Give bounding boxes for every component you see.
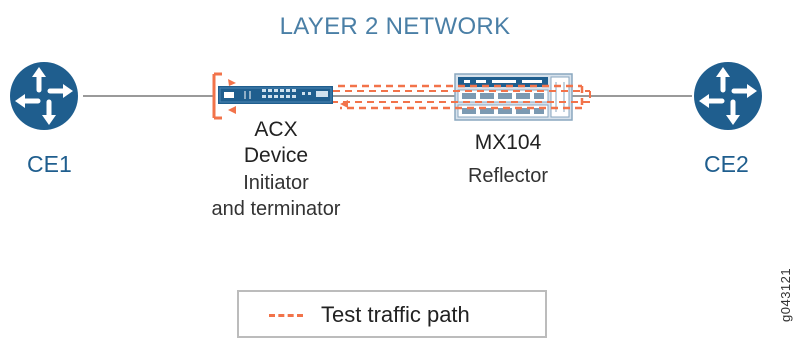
acx-device-name-line2: Device (243, 144, 309, 167)
diagram-title: LAYER 2 NETWORK (279, 13, 511, 40)
ce1-label: CE1 (27, 151, 72, 177)
initiator-bracket (212, 72, 222, 120)
acx-device-name: ACX (254, 118, 298, 141)
mx104-chassis-icon (454, 73, 573, 121)
acx-device-role-line2: and terminator (211, 198, 341, 220)
ce2-label: CE2 (704, 151, 749, 177)
legend-box: Test traffic path (237, 290, 547, 338)
test-traffic-path (333, 84, 591, 110)
ce2-router-icon (694, 62, 762, 130)
legend-dash-swatch (269, 314, 303, 317)
figure-id: g043121 (778, 267, 793, 322)
ce1-router-icon (10, 62, 78, 130)
traffic-arrowheads (228, 79, 348, 114)
mx104-name: MX104 (474, 131, 542, 154)
mx104-role: Reflector (467, 165, 549, 187)
acx-device-role: Initiator (243, 172, 309, 194)
legend-label: Test traffic path (321, 302, 470, 327)
acx-switch-icon (218, 86, 333, 104)
